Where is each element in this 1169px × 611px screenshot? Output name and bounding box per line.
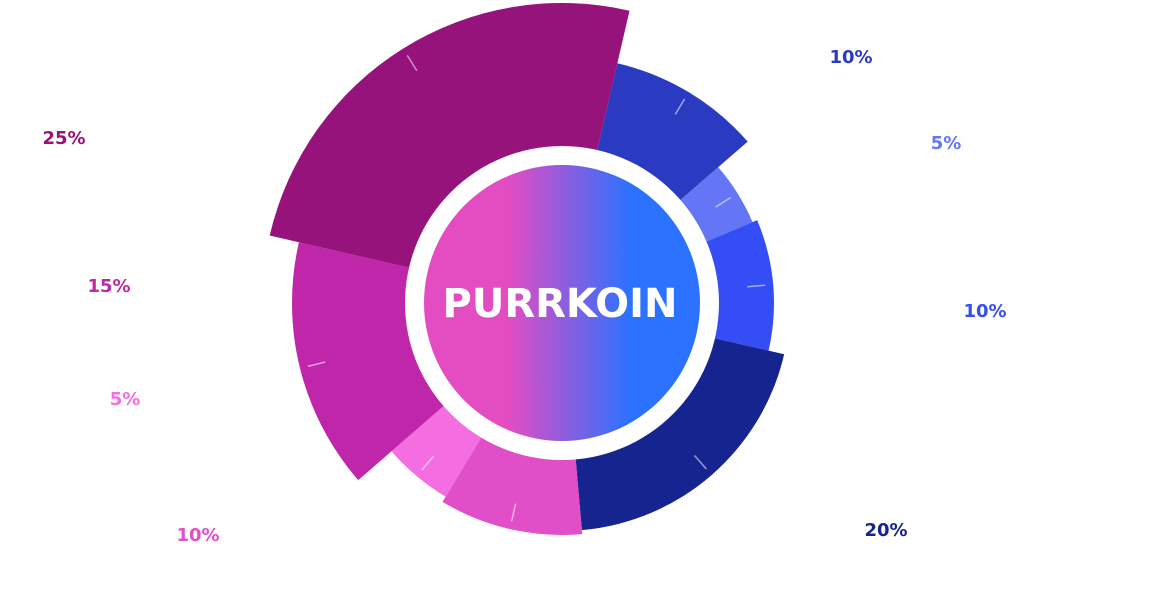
slice-4 xyxy=(574,334,785,531)
slice-tick-6 xyxy=(421,455,435,471)
slice-label-2: 5% xyxy=(931,133,962,154)
slice-label-3: 10% xyxy=(963,301,1006,322)
slice-label-8: 25% xyxy=(42,128,85,149)
slice-tick-1 xyxy=(674,98,686,115)
slice-tick-3 xyxy=(747,284,766,288)
slice-label-1: 10% xyxy=(829,47,872,68)
slice-label-6: 5% xyxy=(110,389,141,410)
slice-tick-2 xyxy=(715,196,732,208)
slice-tick-7 xyxy=(307,361,326,368)
center-disc xyxy=(424,165,700,441)
slice-label-7: 15% xyxy=(87,276,130,297)
slice-tick-5 xyxy=(510,503,517,522)
chart-ticks xyxy=(307,54,766,522)
slice-label-4: 20% xyxy=(864,520,907,541)
slice-tick-8 xyxy=(406,54,418,72)
slice-tick-4 xyxy=(693,454,707,470)
center-label: PURRKOIN xyxy=(443,281,678,327)
slice-label-5: 10% xyxy=(176,525,219,546)
slice-8 xyxy=(269,3,630,272)
chart-labels: 10% 5% 10% 20% 10% 5% 15% 25% xyxy=(42,47,1006,546)
